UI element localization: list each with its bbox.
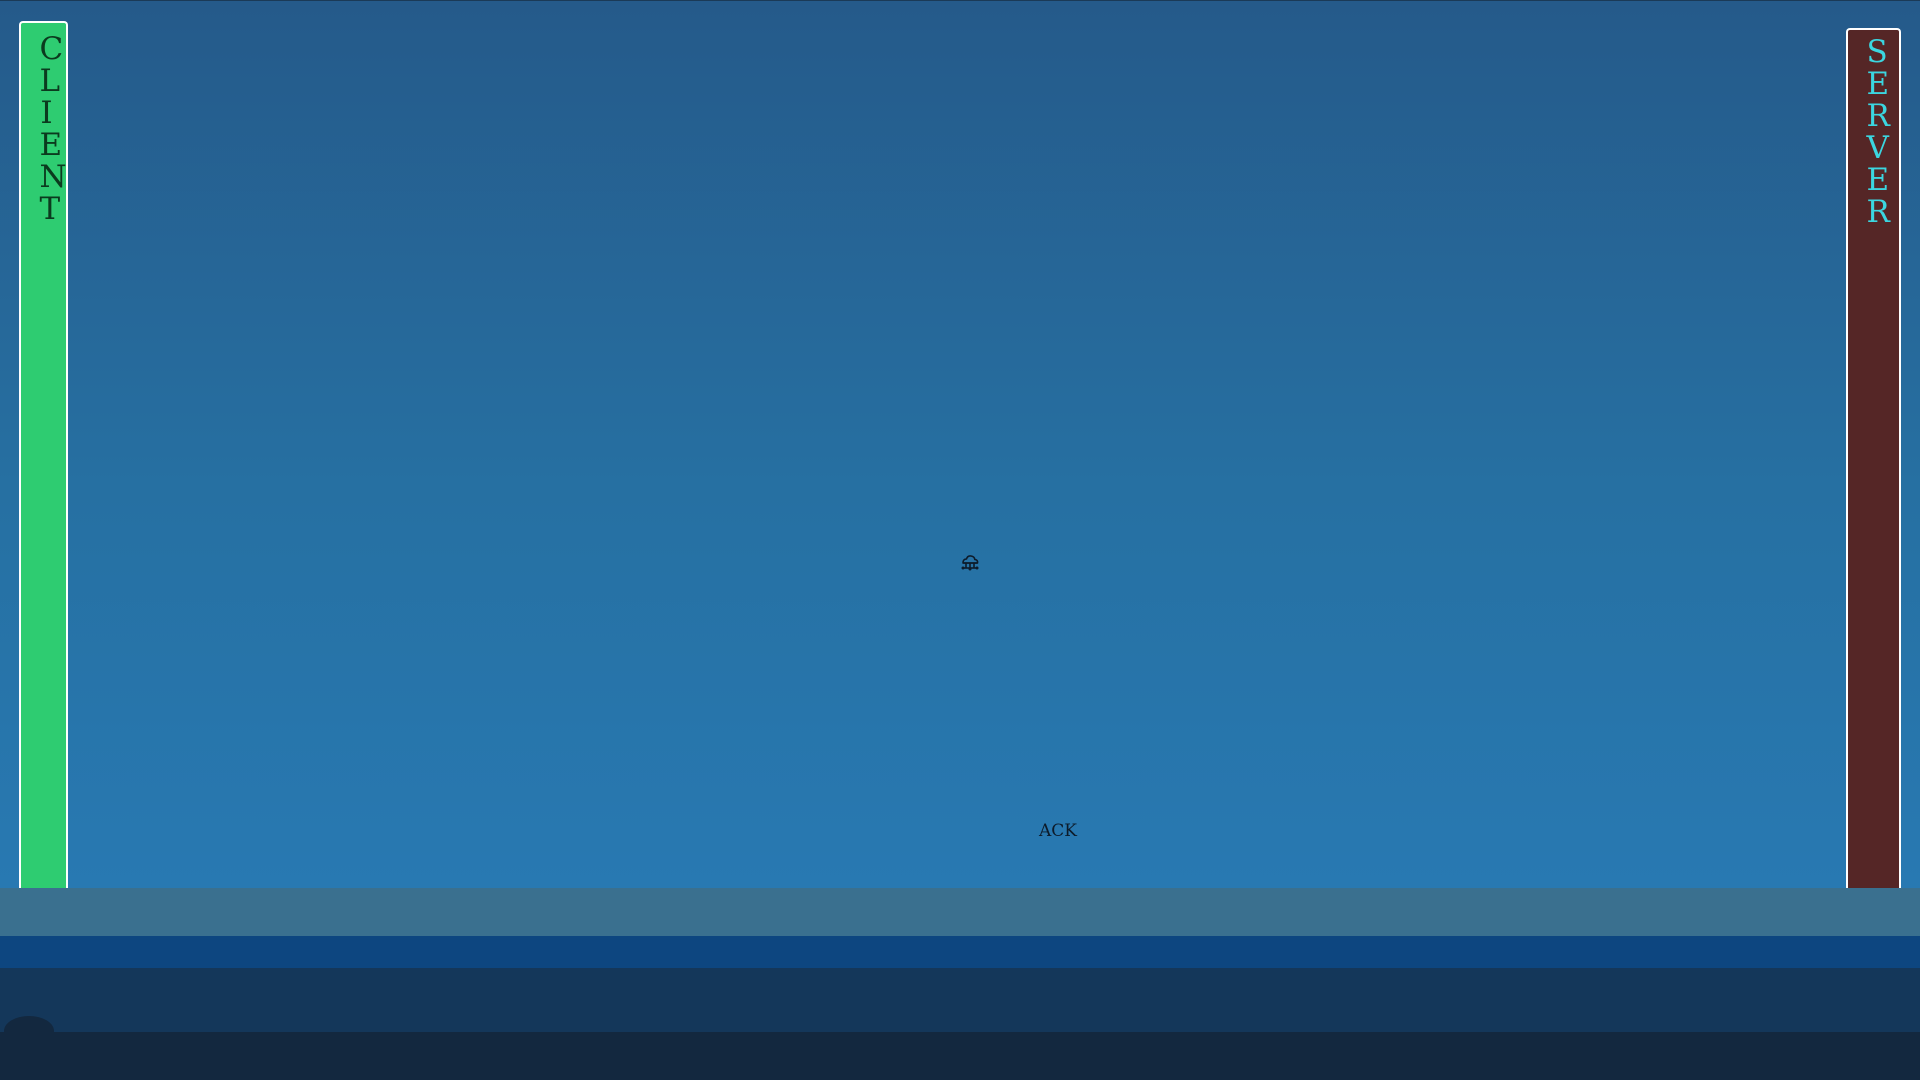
footer-band-top — [0, 888, 1920, 936]
footer-band-bottom — [0, 1032, 1920, 1080]
ack-packet-label: ACK — [1039, 821, 1077, 841]
client-node: CLIENT — [19, 21, 68, 888]
cloud-network-icon — [961, 555, 979, 571]
server-node: SERVER — [1846, 28, 1901, 888]
footer-band-dark — [0, 968, 1920, 1032]
footer-rounded-tab — [4, 1016, 54, 1046]
server-label: SERVER — [1866, 34, 1890, 230]
client-label: CLIENT — [39, 31, 67, 227]
footer-band-blue — [0, 936, 1920, 968]
network-stage: CLIENT SERVER ACK — [0, 0, 1920, 888]
